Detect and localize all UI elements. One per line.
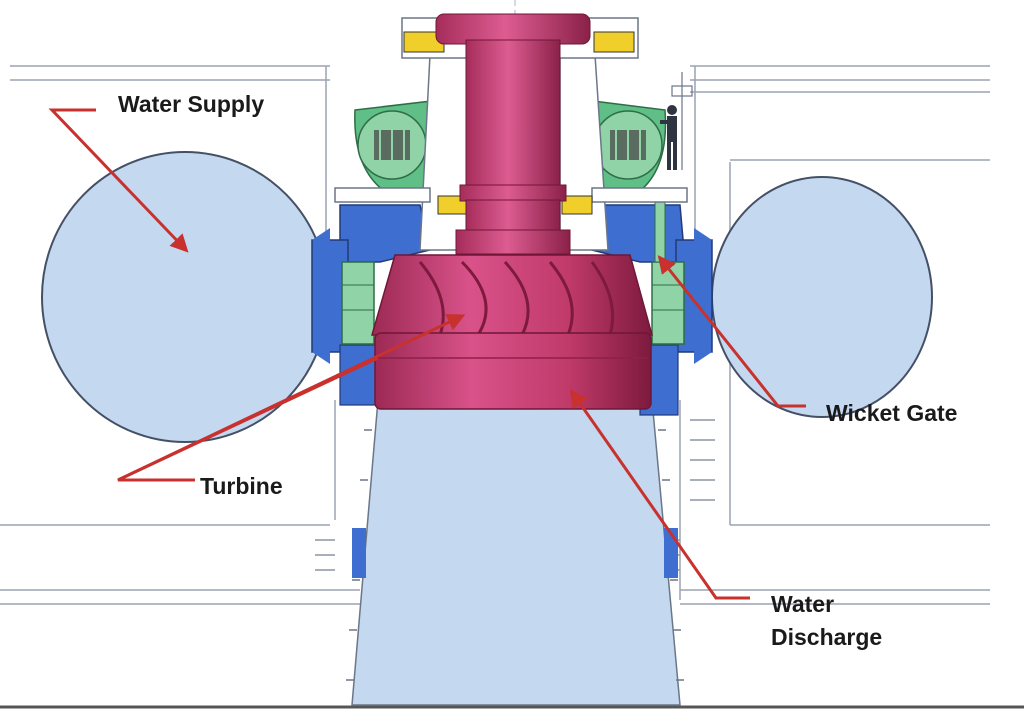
arrow-water-supply [48,108,189,253]
servomotor-left [354,99,441,201]
spiral-casing-left [41,151,329,443]
wicket-gate-right [651,261,685,345]
callout-arrows [48,108,806,600]
lower-bearing-right [561,195,593,215]
draft-tube-band-left [352,528,366,578]
arrow-water-discharge [569,389,750,600]
label-wicket-gate: Wicket Gate [826,400,958,426]
operator-figure [660,105,677,170]
spiral-casing-right [711,176,933,418]
label-water-discharge: Water Discharge [771,588,882,655]
label-turbine: Turbine [200,473,283,499]
arrow-turbine-casing [117,356,379,482]
wicket-gate-left [341,261,375,345]
turbine-runner [371,254,653,410]
label-water-supply: Water Supply [118,91,265,117]
label-water-discharge-line2: Discharge [771,624,883,651]
railing [671,72,693,170]
label-water-discharge-line1: Water [771,591,835,617]
main-shaft [435,13,591,255]
wicket-gate-stem [654,195,666,263]
draft-tube [351,399,681,706]
arrow-wicket-gate [657,255,806,408]
servomotor-right [584,99,667,201]
